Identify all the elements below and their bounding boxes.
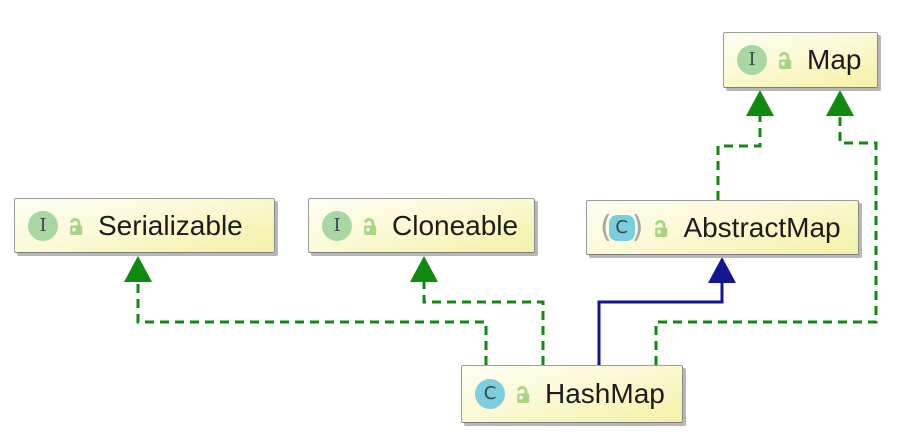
abstract-paren-right: ) <box>631 209 644 245</box>
open-lock-icon <box>779 52 792 70</box>
class-letter-badge: C <box>475 379 505 409</box>
interface-icon: I <box>322 210 352 241</box>
node-label: Cloneable <box>392 209 519 241</box>
open-lock-icon <box>517 386 530 404</box>
interface-node-map[interactable]: I Map <box>723 32 878 88</box>
abstract-paren-left: ( <box>600 209 612 245</box>
node-label: AbstractMap <box>683 211 841 243</box>
open-lock-icon <box>364 217 377 235</box>
node-label: Serializable <box>98 209 243 241</box>
interface-letter-badge: I <box>28 210 58 241</box>
interface-letter-badge: I <box>737 45 767 75</box>
interface-letter-badge: I <box>322 210 352 241</box>
abstract-class-icon: (C) <box>600 209 644 245</box>
edge-hashmap-extends-abstractmap <box>597 257 736 365</box>
abstract-node-abstractmap[interactable]: (C) AbstractMap <box>586 200 859 255</box>
class-icon: C <box>475 379 505 409</box>
edge-hashmap-implements-cloneable <box>410 256 545 365</box>
interface-icon: I <box>28 210 58 241</box>
edge-abstractmap-implements-map <box>716 90 774 200</box>
edge-hashmap-implements-map <box>654 90 878 365</box>
interface-node-cloneable[interactable]: I Cloneable <box>308 198 535 253</box>
open-lock-icon <box>655 219 668 237</box>
node-label: Map <box>807 44 862 75</box>
class-letter-badge: C <box>608 214 635 241</box>
open-lock-icon <box>70 217 83 235</box>
interface-node-serializable[interactable]: I Serializable <box>14 198 275 253</box>
node-label: HashMap <box>545 378 665 409</box>
class-node-hashmap[interactable]: C HashMap <box>461 365 683 423</box>
interface-icon: I <box>737 45 767 75</box>
edge-hashmap-implements-serializable <box>124 256 488 365</box>
